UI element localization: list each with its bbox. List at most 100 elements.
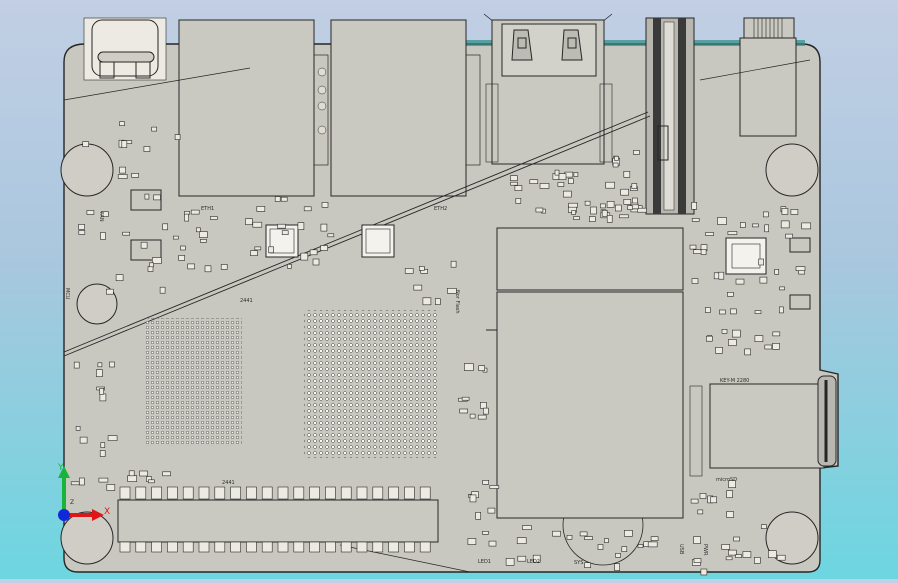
smd-pad bbox=[200, 239, 207, 243]
gpio-pin bbox=[404, 486, 415, 500]
smd-pad bbox=[250, 250, 258, 256]
gpio-pin bbox=[293, 541, 305, 553]
gpio-pin bbox=[230, 486, 241, 500]
smd-pad bbox=[690, 498, 699, 504]
eth-phy-chips bbox=[130, 189, 811, 310]
label-mcu: MCU bbox=[64, 288, 70, 300]
smd-pad bbox=[489, 485, 500, 489]
smd-pad bbox=[297, 222, 305, 230]
smd-pad bbox=[434, 298, 441, 305]
smd-pad bbox=[733, 536, 740, 542]
smd-pad bbox=[459, 408, 469, 414]
smd-pad bbox=[274, 196, 281, 202]
smd-pad bbox=[606, 201, 615, 208]
smd-pad bbox=[785, 233, 793, 239]
smd-pad bbox=[450, 260, 457, 268]
smd-pad bbox=[699, 493, 707, 499]
smd-pad bbox=[469, 413, 476, 419]
smd-pad bbox=[517, 555, 527, 562]
smd-pad bbox=[552, 530, 561, 537]
smd-pad bbox=[704, 307, 711, 313]
gpio-pin bbox=[372, 541, 384, 553]
gpio-pin bbox=[388, 486, 399, 500]
gpio-pin bbox=[246, 486, 257, 500]
smd-pad bbox=[143, 146, 151, 152]
gpio-pin bbox=[309, 541, 320, 553]
smd-pad bbox=[139, 470, 148, 477]
smd-pad bbox=[321, 202, 329, 208]
smd-pad bbox=[623, 171, 631, 178]
smd-pad bbox=[98, 477, 109, 483]
smd-pad bbox=[173, 235, 179, 240]
gpio-pin bbox=[135, 486, 147, 500]
smd-pad bbox=[584, 536, 593, 541]
smd-pad bbox=[752, 223, 759, 228]
smd-pad bbox=[277, 223, 286, 229]
label-eth2: ETH2 bbox=[434, 206, 447, 212]
smd-pad bbox=[567, 178, 574, 184]
smd-pad bbox=[70, 481, 80, 486]
smd-pad bbox=[196, 227, 201, 233]
smd-pad bbox=[753, 557, 761, 564]
smd-pad bbox=[697, 509, 704, 515]
smd-pad bbox=[728, 339, 737, 346]
smd-pad bbox=[100, 442, 106, 448]
gpio-pin bbox=[167, 541, 178, 553]
smd-pad bbox=[780, 220, 790, 229]
smd-pad bbox=[510, 175, 518, 181]
smd-pad bbox=[254, 246, 262, 251]
smd-pad bbox=[106, 484, 116, 491]
smd-pad bbox=[109, 361, 115, 368]
smd-pad bbox=[515, 198, 522, 204]
smd-pad bbox=[413, 284, 423, 291]
gpio-pin bbox=[372, 486, 384, 500]
smd-pad bbox=[715, 346, 723, 354]
gpio-pin bbox=[182, 486, 194, 500]
smd-pad bbox=[101, 211, 109, 217]
smd-pad bbox=[554, 169, 560, 176]
smd-pad bbox=[772, 342, 780, 350]
gpio-pin bbox=[214, 541, 226, 553]
smd-pad bbox=[691, 278, 699, 284]
smd-pad bbox=[801, 222, 812, 230]
smd-pad bbox=[418, 266, 425, 271]
smd-pad bbox=[86, 210, 95, 215]
smd-pad bbox=[300, 252, 309, 261]
gpio-pin bbox=[325, 486, 336, 500]
smd-pad bbox=[650, 536, 659, 542]
smd-pad bbox=[637, 544, 644, 549]
smd-pad bbox=[245, 218, 253, 225]
silkscreen-labels: ETH1 ETH2 KEY-M 2280 microSD LED1 LED2 S… bbox=[64, 206, 749, 566]
smd-pad bbox=[320, 245, 328, 251]
smd-pad bbox=[482, 530, 489, 535]
smd-pad bbox=[204, 265, 212, 273]
smd-pad bbox=[744, 348, 752, 356]
gpio-pin bbox=[309, 486, 320, 500]
smd-pad bbox=[590, 206, 597, 215]
ram-chip-top bbox=[496, 227, 684, 291]
smd-pad bbox=[107, 435, 118, 441]
smd-pad bbox=[539, 183, 550, 189]
smd-pad bbox=[774, 268, 780, 275]
smd-pad bbox=[220, 264, 228, 270]
label-led1: LED1 bbox=[478, 559, 491, 565]
smd-pad bbox=[178, 255, 185, 261]
gpio-pin bbox=[340, 486, 352, 500]
smd-pad bbox=[689, 244, 697, 250]
smd-pad bbox=[532, 554, 541, 563]
smd-pad bbox=[210, 216, 218, 220]
smd-pad bbox=[614, 156, 619, 161]
smd-pad bbox=[119, 121, 125, 126]
smd-pad bbox=[151, 126, 157, 132]
smd-pad bbox=[180, 245, 186, 251]
gpio-pin bbox=[419, 486, 431, 500]
gpio-pin bbox=[419, 541, 431, 553]
smd-pad bbox=[605, 181, 616, 189]
smd-pad bbox=[620, 188, 630, 196]
smd-pad bbox=[781, 208, 789, 215]
smd-pad bbox=[505, 557, 515, 566]
smd-pad bbox=[106, 288, 114, 295]
smd-pad bbox=[478, 365, 486, 372]
gpio-pin bbox=[119, 486, 131, 500]
